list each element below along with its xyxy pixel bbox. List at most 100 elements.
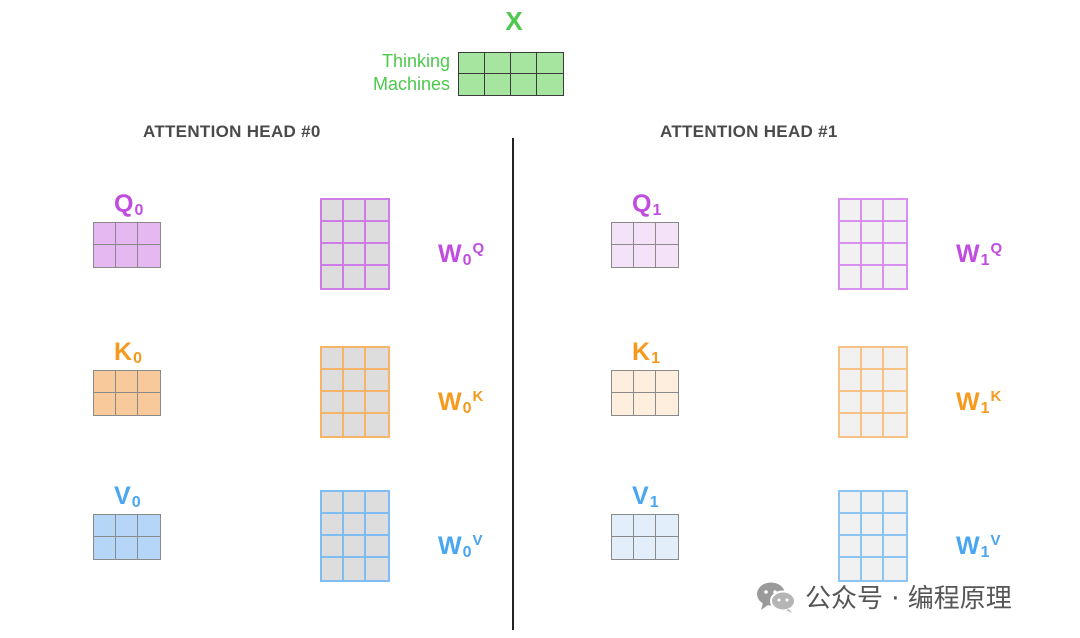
watermark-text: 公众号 · 编程原理 bbox=[805, 584, 1012, 614]
matrix-cell bbox=[634, 223, 656, 245]
wechat-icon bbox=[757, 582, 796, 613]
matrix-cell bbox=[656, 515, 678, 537]
matrix-cell bbox=[116, 393, 138, 415]
matrix-cell bbox=[511, 53, 537, 74]
matrix-cell bbox=[612, 371, 634, 393]
k1-matrix bbox=[611, 370, 679, 416]
matrix-cell bbox=[862, 348, 884, 370]
matrix-cell bbox=[840, 348, 862, 370]
matrix-cell bbox=[537, 74, 563, 95]
matrix-cell bbox=[366, 392, 388, 414]
attention-head-1-title: ATTENTION HEAD #1 bbox=[660, 122, 838, 141]
matrix-cell bbox=[116, 537, 138, 559]
matrix-cell bbox=[344, 370, 366, 392]
weight-type: K bbox=[990, 388, 1002, 405]
head-index: 0 bbox=[133, 350, 142, 367]
matrix-cell bbox=[884, 266, 906, 288]
matrix-cell bbox=[94, 371, 116, 393]
matrix-cell bbox=[862, 266, 884, 288]
weight-name: W bbox=[956, 388, 980, 416]
matrix-cell bbox=[612, 537, 634, 559]
matrix-cell bbox=[840, 200, 862, 222]
weight-type: Q bbox=[990, 240, 1003, 257]
matrix-cell bbox=[366, 558, 388, 580]
matrix-cell bbox=[322, 392, 344, 414]
matrix-cell bbox=[656, 371, 678, 393]
matrix-cell bbox=[322, 492, 344, 514]
matrix-name: V bbox=[632, 482, 649, 510]
matrix-cell bbox=[366, 348, 388, 370]
head-index: 0 bbox=[462, 252, 472, 269]
matrix-cell bbox=[612, 393, 634, 415]
matrix-cell bbox=[366, 200, 388, 222]
matrix-cell bbox=[459, 53, 485, 74]
matrix-cell bbox=[138, 223, 160, 245]
v1-matrix bbox=[611, 514, 679, 560]
head-index: 1 bbox=[649, 494, 659, 511]
matrix-cell bbox=[612, 245, 634, 267]
watermark: 公众号 · 编程原理 bbox=[755, 578, 1012, 615]
matrix-cell bbox=[862, 392, 884, 414]
matrix-cell bbox=[862, 370, 884, 392]
matrix-cell bbox=[366, 514, 388, 536]
w1q-matrix bbox=[838, 198, 908, 290]
matrix-cell bbox=[94, 515, 116, 537]
matrix-cell bbox=[138, 371, 160, 393]
matrix-cell bbox=[862, 414, 884, 436]
matrix-cell bbox=[862, 536, 884, 558]
w0q-label: W0Q bbox=[438, 240, 484, 270]
matrix-cell bbox=[884, 558, 906, 580]
matrix-cell bbox=[656, 537, 678, 559]
matrix-cell bbox=[884, 414, 906, 436]
head-index: 0 bbox=[462, 400, 472, 417]
matrix-cell bbox=[344, 514, 366, 536]
matrix-cell bbox=[840, 492, 862, 514]
head-index: 0 bbox=[462, 544, 472, 561]
matrix-cell bbox=[656, 245, 678, 267]
head-divider bbox=[512, 138, 514, 630]
matrix-cell bbox=[862, 222, 884, 244]
q1-matrix bbox=[611, 222, 679, 268]
q0-matrix bbox=[93, 222, 161, 268]
matrix-cell bbox=[116, 223, 138, 245]
matrix-cell bbox=[344, 558, 366, 580]
matrix-cell bbox=[840, 536, 862, 558]
matrix-cell bbox=[840, 514, 862, 536]
matrix-cell bbox=[840, 392, 862, 414]
matrix-cell bbox=[884, 348, 906, 370]
matrix-name: Q bbox=[632, 190, 652, 218]
weight-type: Q bbox=[472, 240, 485, 257]
matrix-cell bbox=[94, 245, 116, 267]
weight-name: W bbox=[956, 532, 980, 560]
matrix-cell bbox=[634, 371, 656, 393]
matrix-cell bbox=[344, 244, 366, 266]
matrix-cell bbox=[344, 392, 366, 414]
matrix-cell bbox=[862, 514, 884, 536]
w0k-label: W0K bbox=[438, 388, 483, 418]
matrix-cell bbox=[344, 536, 366, 558]
matrix-cell bbox=[840, 266, 862, 288]
w1v-label: W1V bbox=[956, 532, 1001, 562]
matrix-cell bbox=[840, 370, 862, 392]
matrix-name: K bbox=[114, 338, 133, 366]
matrix-cell bbox=[634, 537, 656, 559]
matrix-cell bbox=[116, 371, 138, 393]
matrix-cell bbox=[884, 244, 906, 266]
matrix-cell bbox=[485, 74, 511, 95]
matrix-cell bbox=[511, 74, 537, 95]
matrix-cell bbox=[634, 515, 656, 537]
matrix-cell bbox=[116, 515, 138, 537]
matrix-cell bbox=[862, 200, 884, 222]
matrix-cell bbox=[94, 393, 116, 415]
input-matrix bbox=[458, 52, 564, 96]
w0q-matrix bbox=[320, 198, 390, 290]
matrix-cell bbox=[138, 515, 160, 537]
matrix-cell bbox=[366, 414, 388, 436]
matrix-cell bbox=[862, 244, 884, 266]
k0-label: K0 bbox=[114, 338, 142, 368]
input-matrix-label: X bbox=[505, 6, 523, 36]
matrix-cell bbox=[344, 492, 366, 514]
matrix-cell bbox=[656, 393, 678, 415]
v0-matrix bbox=[93, 514, 161, 560]
input-words: Thinking Machines bbox=[340, 50, 450, 96]
